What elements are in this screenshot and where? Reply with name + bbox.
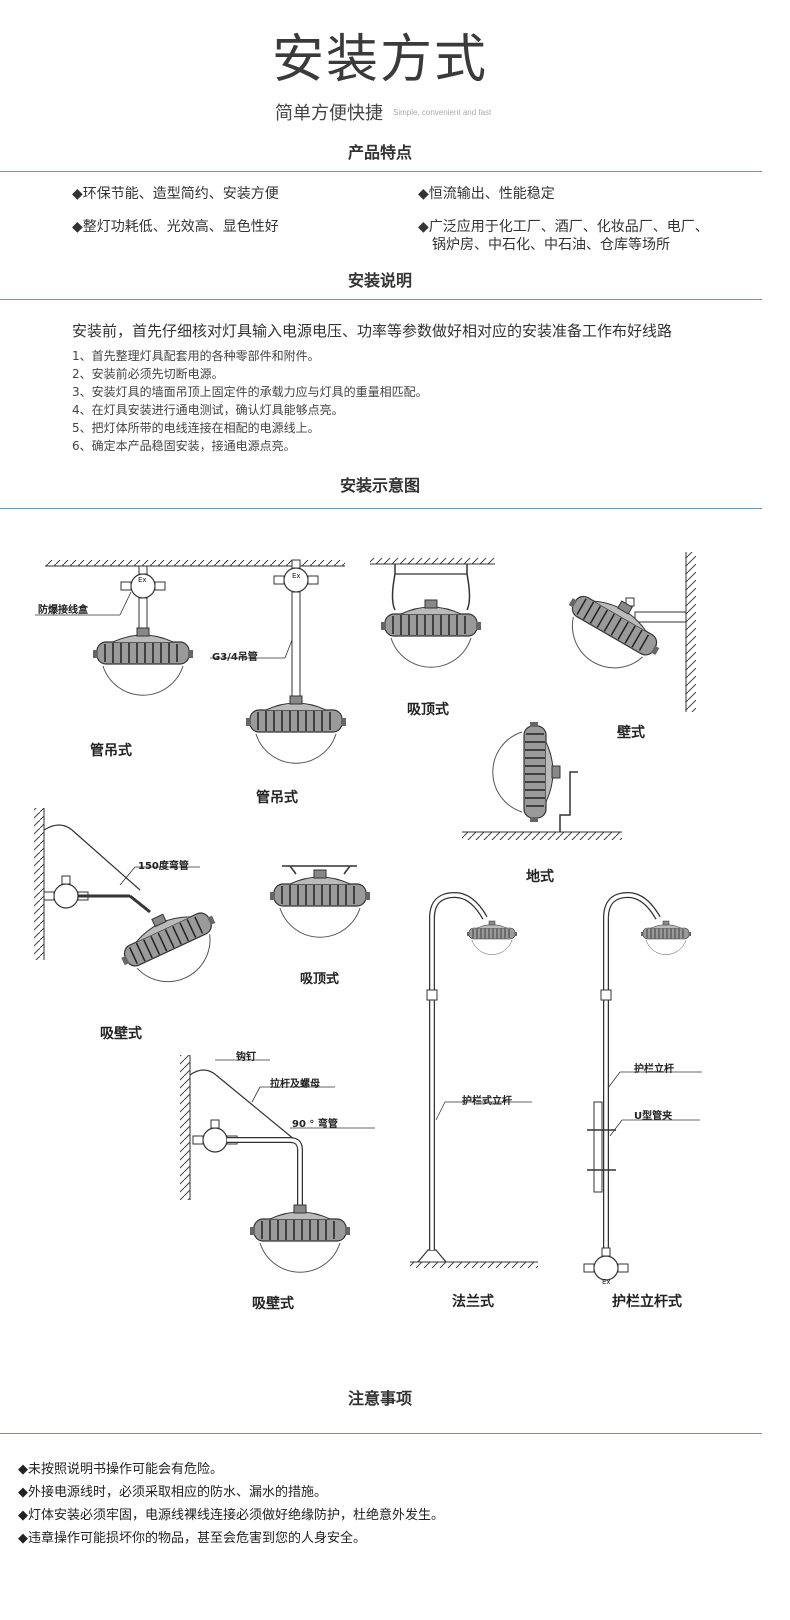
step-item: 1、首先整理灯具配套用的各种零部件和附件。 — [72, 349, 320, 363]
ceiling-mount-diagram-1 — [370, 558, 495, 668]
feature-item: ◆环保节能、造型简约、安装方便 — [72, 186, 279, 202]
diagram-heading: 安装示意图 — [339, 476, 420, 495]
diagram-divider — [0, 508, 762, 509]
wall-suction-diagram-1 — [34, 808, 232, 1000]
features-heading: 产品特点 — [347, 143, 412, 162]
feature-item: ◆整灯功耗低、光效高、显色性好 — [72, 219, 279, 235]
wall-mount-diagram — [549, 552, 696, 712]
caption-wall-suction-1: 吸壁式 — [100, 1026, 142, 1042]
caption-ceiling-2: 吸顶式 — [300, 972, 340, 987]
ex-mark: Ex — [602, 1278, 611, 1286]
caption-wall: 壁式 — [617, 725, 645, 741]
feature-item: ◆恒流输出、性能稳定 — [418, 186, 555, 202]
note-item: ◆灯体安装必须牢固，电源线裸线连接必须做好绝缘防护，杜绝意外发生。 — [18, 1508, 444, 1523]
page-subtitle-english: Simple, convenient and fast — [393, 108, 492, 117]
caption-wall-suction-2: 吸壁式 — [252, 1296, 294, 1312]
label-hook-nail: 钩钉 — [236, 1052, 256, 1063]
caption-flange: 法兰式 — [452, 1294, 494, 1310]
page-title: 安装方式 — [271, 30, 488, 90]
ex-mark: Ex — [138, 576, 147, 584]
note-item: ◆外接电源线时，必须采取相应的防水、漏水的措施。 — [18, 1485, 327, 1500]
step-item: 3、安装灯具的墙面吊顶上固定件的承载力应与灯具的重量相匹配。 — [72, 385, 428, 399]
wall-suction-diagram-2 — [180, 1055, 375, 1273]
instructions-divider — [0, 299, 762, 300]
caption-ceiling-1: 吸顶式 — [407, 702, 449, 718]
notes-divider — [0, 1433, 762, 1434]
guardrail-pole-diagram: Ex — [583, 891, 702, 1286]
caption-floor: 地式 — [526, 869, 554, 885]
note-item: ◆未按照说明书操作可能会有危险。 — [18, 1462, 223, 1477]
caption-pipe-hang-2: 管吊式 — [256, 790, 298, 806]
label-tie-rod: 拉杆及螺母 — [270, 1079, 320, 1090]
label-bend-150: 150度弯管 — [138, 861, 189, 872]
step-item: 5、把灯体所带的电线连接在相配的电源线上。 — [72, 421, 320, 435]
installation-diagram: Ex Ex — [34, 552, 702, 1286]
label-bend-90: 90 ° 弯管 — [292, 1119, 338, 1130]
instructions-steps: 1、首先整理灯具配套用的各种零部件和附件。 2、安装前必须先切断电源。 3、安装… — [72, 347, 428, 455]
notes-list: ◆未按照说明书操作可能会有危险。 ◆外接电源线时，必须采取相应的防水、漏水的措施… — [18, 1458, 444, 1550]
feature-item-continued: 锅炉房、中石化、中石油、仓库等场所 — [432, 237, 670, 253]
step-item: 2、安装前必须先切断电源。 — [72, 367, 224, 381]
caption-guardrail: 护栏立杆式 — [612, 1294, 682, 1310]
step-item: 6、确定本产品稳固安装，接通电源点亮。 — [72, 439, 296, 453]
caption-pipe-hang-1: 管吊式 — [90, 743, 132, 759]
flange-pole-diagram — [410, 891, 538, 1268]
label-u-clamp: U型管夹 — [634, 1111, 673, 1122]
label-g34-pipe: G3/4吊管 — [212, 652, 258, 663]
ex-mark: Ex — [292, 572, 301, 580]
label-rail-pole-2: 护栏立杆 — [634, 1064, 674, 1075]
feature-item: ◆广泛应用于化工厂、酒厂、化妆品厂、电厂、 — [418, 219, 709, 235]
instructions-intro: 安装前，首先仔细核对灯具输入电源电压、功率等参数做好相对应的安装准备工作布好线路 — [72, 322, 673, 340]
floor-mount-diagram — [462, 721, 622, 840]
pipe-hang-diagram-2: Ex — [210, 559, 347, 764]
pipe-hang-diagram-1: Ex — [35, 560, 240, 696]
notes-heading: 注意事项 — [347, 1389, 412, 1408]
step-item: 4、在灯具安装进行通电测试，确认灯具能够点亮。 — [72, 403, 344, 417]
label-rail-pole-1: 护栏式立杆 — [462, 1096, 512, 1107]
instructions-heading: 安装说明 — [347, 271, 412, 290]
ceiling-mount-diagram-2 — [269, 865, 371, 938]
note-item: ◆违章操作可能损坏你的物品，甚至会危害到您的人身安全。 — [18, 1531, 366, 1546]
label-junction-box: 防爆接线盒 — [38, 605, 88, 616]
page-subtitle: 简单方便快捷 — [275, 103, 383, 124]
features-divider — [0, 171, 762, 172]
